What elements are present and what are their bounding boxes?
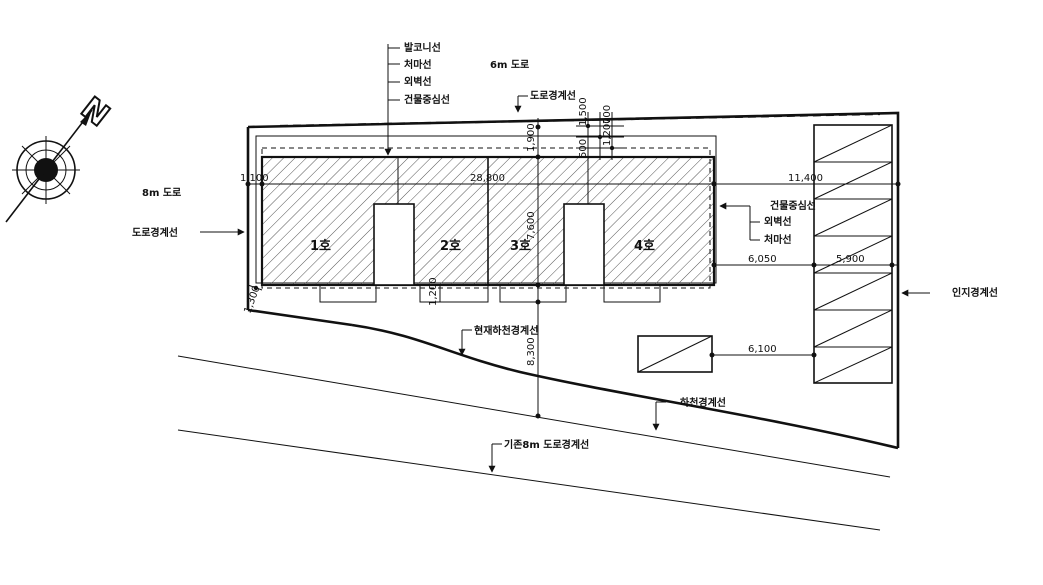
label-balcony-line: 발코니선 [404,41,441,54]
label-road-boundary-top: 도로경계선 [530,89,576,102]
label-adjacent-boundary: 인지경계선 [952,286,998,299]
dim-top-pair-a: 1,500 [578,97,589,126]
building-block: 1호 2호 3호 4호 [260,155,716,287]
road-lines [177,355,891,531]
dim-top-pair-b: 500 [578,139,589,158]
dim-building-depth: 7,600 [526,211,537,240]
label-existing-road-boundary: 기존8m 도로경계선 [504,438,589,451]
label-top-road: 6m 도로 [490,59,529,71]
unit-3-label: 3호 [510,239,531,254]
label-eaves-line: 처마선 [404,58,432,71]
parking-spaces [637,124,893,384]
dim-south-depth: 8,300 [526,337,537,366]
dim-top-pair-d: 700 [602,105,613,124]
leader-lines [200,44,930,473]
north-label: N [74,91,115,134]
unit-2-label: 2호 [440,239,461,254]
dim-top-offset: 1,900 [526,123,537,152]
dim-building-length: 28,800 [470,173,505,184]
label-road-boundary-left: 도로경계선 [132,226,178,239]
unit-1-label: 1호 [310,239,331,254]
label-river-boundary: 하천경계선 [680,396,726,409]
dim-top-pair-c: 1,200 [602,117,613,146]
north-compass-icon: N [5,90,117,223]
dim-right-mid-b: 5,900 [836,254,865,265]
label-outer-wall-line: 외벽선 [404,75,432,88]
label-building-center-line: 건물중심선 [404,93,450,106]
unit-4-label: 4호 [634,239,655,254]
label-right-eaves: 처마선 [764,233,792,246]
dim-right-top: 11,400 [788,173,823,184]
label-current-river-boundary: 현재하천경계선 [474,324,538,337]
dim-left-setback: 1,100 [240,173,269,184]
label-right-building-center: 건물중심선 [770,199,816,212]
dim-right-low: 6,100 [748,344,777,355]
label-right-outer-wall: 외벽선 [764,215,792,228]
dim-bottom-offset: 1,200 [428,277,439,306]
site-boundary [246,111,900,450]
dimension-lines [245,112,901,419]
label-left-road: 8m 도로 [142,187,181,199]
dim-right-mid-a: 6,050 [748,254,777,265]
